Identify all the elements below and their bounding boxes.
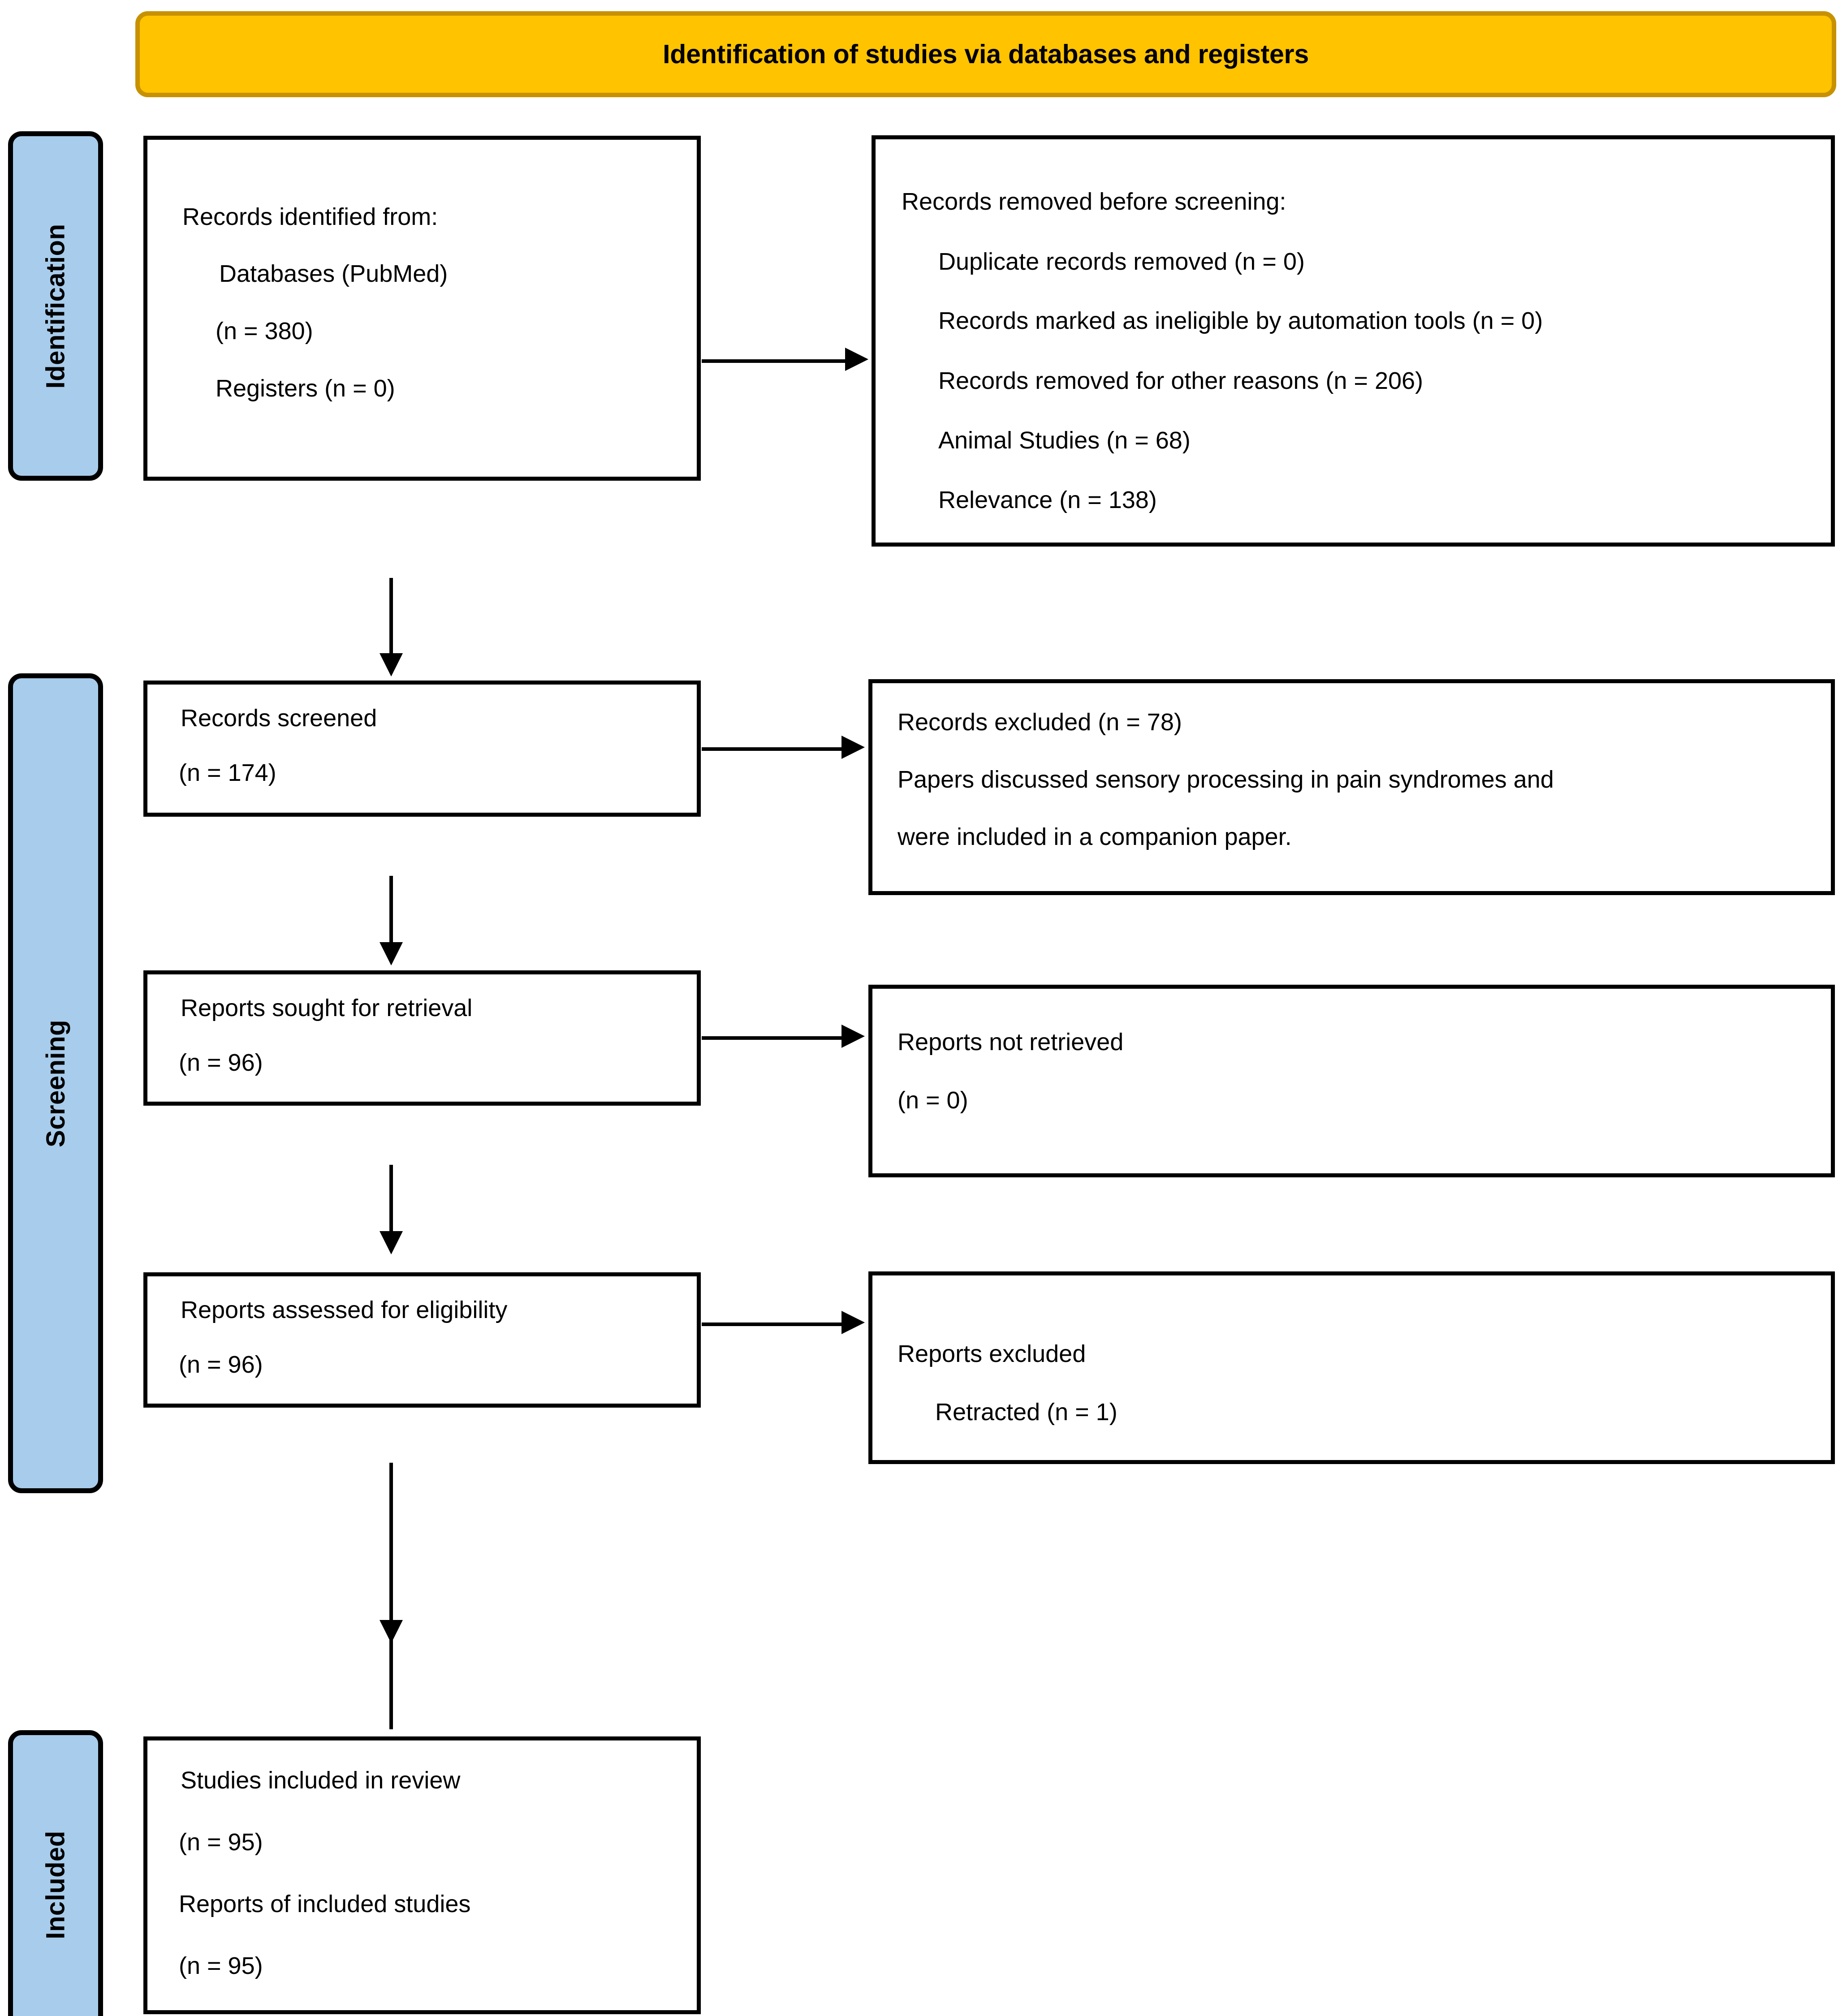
box-records-identified: Records identified from: Databases (PubM… [143, 136, 701, 481]
box-reports-sought: Reports sought for retrieval (n = 96) [143, 970, 701, 1106]
stage-label-screening-text: Screening [41, 1019, 70, 1147]
records-removed-line-0: Records removed before screening: [902, 188, 1286, 215]
records-screened-line-0: Records screened [181, 705, 377, 732]
records-excluded-line-1: Papers discussed sensory processing in p… [898, 766, 1554, 793]
arrow-assessed-to-repexcluded-line [702, 1322, 842, 1326]
stage-label-screening: Screening [8, 673, 103, 1493]
box-records-removed: Records removed before screening: Duplic… [872, 135, 1835, 547]
reports-sought-line-0: Reports sought for retrieval [181, 995, 473, 1021]
reports-assessed-line-1: (n = 96) [179, 1351, 263, 1378]
box-reports-assessed: Reports assessed for eligibility (n = 96… [143, 1272, 701, 1408]
arrow-identified-to-removed-head [845, 348, 868, 371]
reports-assessed-line-0: Reports assessed for eligibility [181, 1297, 508, 1323]
records-identified-line-3: Registers (n = 0) [216, 375, 395, 402]
arrow-screened-to-excluded-head [842, 736, 865, 759]
records-identified-line-1: Databases (PubMed) [219, 260, 448, 287]
arrow-sought-to-assessed-line [389, 1165, 393, 1232]
arrow-sought-to-notretrieved-head [842, 1025, 865, 1048]
studies-included-line-1: (n = 95) [179, 1829, 263, 1856]
box-records-excluded: Records excluded (n = 78) Papers discuss… [868, 679, 1835, 895]
reports-sought-line-1: (n = 96) [179, 1049, 263, 1076]
arrow-assessed-to-included-head [380, 1620, 403, 1643]
records-removed-line-5: Relevance (n = 138) [938, 487, 1157, 513]
records-identified-line-2: (n = 380) [216, 318, 313, 345]
arrow-assessed-to-repexcluded-head [842, 1311, 865, 1334]
reports-not-retrieved-line-1: (n = 0) [898, 1087, 968, 1114]
studies-included-line-0: Studies included in review [181, 1767, 461, 1794]
arrow-identified-to-screened-line [389, 578, 393, 654]
arrow-identified-to-screened-head [380, 653, 403, 676]
arrow-sought-to-assessed-head [380, 1231, 403, 1254]
studies-included-line-2: Reports of included studies [179, 1891, 471, 1917]
records-screened-line-1: (n = 174) [179, 759, 276, 786]
stage-label-identification-text: Identification [41, 224, 70, 388]
arrow-screened-to-sought-head [380, 942, 403, 965]
records-removed-line-4: Animal Studies (n = 68) [938, 427, 1191, 454]
header-banner: Identification of studies via databases … [135, 11, 1836, 97]
reports-not-retrieved-line-0: Reports not retrieved [898, 1029, 1124, 1055]
records-excluded-line-0: Records excluded (n = 78) [898, 709, 1182, 736]
stage-label-included-text: Included [41, 1830, 70, 1939]
records-identified-line-0: Records identified from: [182, 203, 438, 230]
studies-included-line-3: (n = 95) [179, 1952, 263, 1979]
stage-label-included: Included [8, 1730, 103, 2016]
box-records-screened: Records screened (n = 174) [143, 681, 701, 817]
banner-title: Identification of studies via databases … [663, 39, 1309, 69]
records-removed-line-3: Records removed for other reasons (n = 2… [938, 367, 1424, 394]
records-removed-line-2: Records marked as ineligible by automati… [938, 307, 1543, 334]
reports-excluded-line-0: Reports excluded [898, 1340, 1086, 1367]
arrow-assessed-to-included-line [389, 1463, 393, 1729]
box-reports-not-retrieved: Reports not retrieved (n = 0) [868, 985, 1835, 1177]
records-excluded-line-2: were included in a companion paper. [898, 823, 1292, 850]
reports-excluded-line-1: Retracted (n = 1) [935, 1399, 1118, 1426]
arrow-screened-to-sought-line [389, 876, 393, 943]
stage-label-identification: Identification [8, 131, 103, 481]
box-reports-excluded: Reports excluded Retracted (n = 1) [868, 1271, 1835, 1464]
arrow-sought-to-notretrieved-line [702, 1036, 842, 1040]
box-studies-included: Studies included in review (n = 95) Repo… [143, 1736, 701, 2014]
arrow-screened-to-excluded-line [702, 747, 842, 751]
arrow-identified-to-removed-line [702, 359, 845, 363]
records-removed-line-1: Duplicate records removed (n = 0) [938, 248, 1305, 275]
